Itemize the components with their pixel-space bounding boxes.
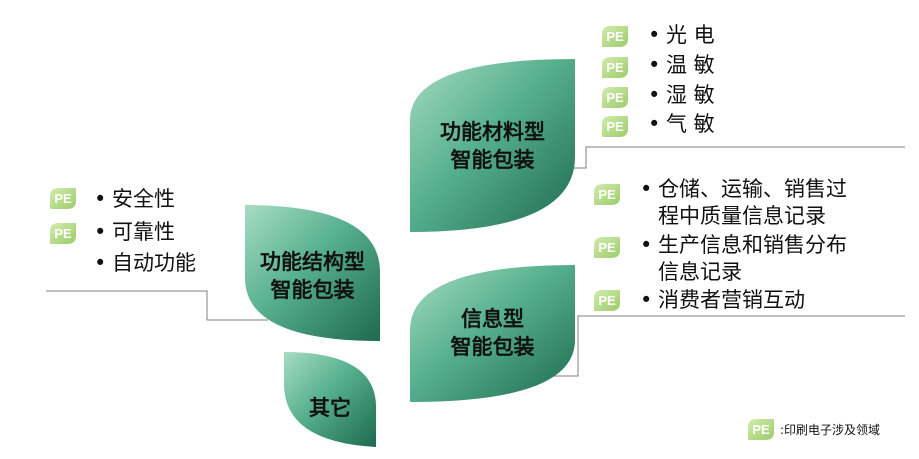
information-item-text: 仓储、运输、销售过 程中质量信息记录 [658,177,847,228]
material-item-text: 温 敏 [666,53,715,77]
leaf-information-shape [410,265,575,402]
bullet-dot: • [640,177,653,201]
structure-item: • 安全性 [94,186,175,213]
pe-badge-icon: PE [600,24,630,49]
pe-badge-icon: PE [600,114,630,139]
leaf-material-line1: 功能材料型 [440,120,545,144]
material-item-text: 气 敏 [666,112,715,136]
bullet-dot: • [94,251,107,275]
material-item: • 湿 敏 [648,82,715,109]
structure-item-text: 可靠性 [112,220,175,244]
leaf-other-label: 其它 [284,388,376,428]
information-item: • 消费者营销互动 [640,287,805,314]
connector-material [545,146,905,169]
leaf-material-shape [410,59,575,232]
information-item-text: 消费者营销互动 [658,288,805,312]
pe-badge-icon: PE [592,235,622,260]
pe-badge-label: PE [598,240,616,255]
bullet-dot: • [94,220,107,244]
material-item-text: 光 电 [666,23,715,47]
leaf-structure-shape [245,205,380,341]
legend-text: :印刷电子涉及领域 [780,423,881,437]
pe-badge-label: PE [606,29,624,44]
leaf-information-label: 信息型 智能包装 [410,300,575,366]
bullet-dot: • [648,23,661,47]
pe-badge-icon: PE [600,85,630,110]
leaf-information-line2: 智能包装 [450,335,535,359]
pe-badge-icon: PE [592,182,622,207]
structure-item: • 自动功能 [94,250,196,277]
information-item: • 生产信息和销售分布 信息记录 [640,232,847,286]
legend-pe-badge-icon: PE [746,417,776,442]
bullet-dot: • [648,53,661,77]
leaf-structure-line1: 功能结构型 [260,250,365,274]
bullet-dot: • [648,83,661,107]
leaf-other-line1: 其它 [309,396,351,420]
pe-badge-icon: PE [48,221,78,246]
pe-badge-icon: PE [592,288,622,313]
leaf-material-label: 功能材料型 智能包装 [410,113,575,179]
leaf-structure-line2: 智能包装 [270,278,355,302]
information-item: • 仓储、运输、销售过 程中质量信息记录 [640,176,847,230]
pe-badge-icon: PE [48,186,78,211]
pe-badge-label: PE [606,90,624,105]
structure-item: • 可靠性 [94,219,175,246]
leaf-information-line1: 信息型 [461,307,524,331]
structure-item-text: 安全性 [112,187,175,211]
pe-badge-label: PE [606,119,624,134]
legend-pe-badge-label: PE [752,422,770,437]
bullet-dot: • [640,233,653,257]
leaf-other-shape [284,352,376,447]
leaf-structure-label: 功能结构型 智能包装 [245,244,380,308]
bullet-dot: • [640,288,653,312]
bullet-dot: • [94,187,107,211]
material-item-text: 湿 敏 [666,83,715,107]
connector-information [540,315,905,377]
bullet-dot: • [648,112,661,136]
material-item: • 光 电 [648,22,715,49]
pe-badge-label: PE [606,60,624,75]
material-item: • 气 敏 [648,111,715,138]
information-item-text: 生产信息和销售分布 信息记录 [658,233,847,284]
material-item: • 温 敏 [648,52,715,79]
pe-badge-label: PE [54,226,72,241]
pe-badge-label: PE [54,191,72,206]
pe-badge-label: PE [598,293,616,308]
leaf-material-line2: 智能包装 [450,148,535,172]
pe-badge-icon: PE [600,55,630,80]
pe-badge-label: PE [598,187,616,202]
connector-structure [46,290,268,321]
structure-item-text: 自动功能 [112,251,196,275]
